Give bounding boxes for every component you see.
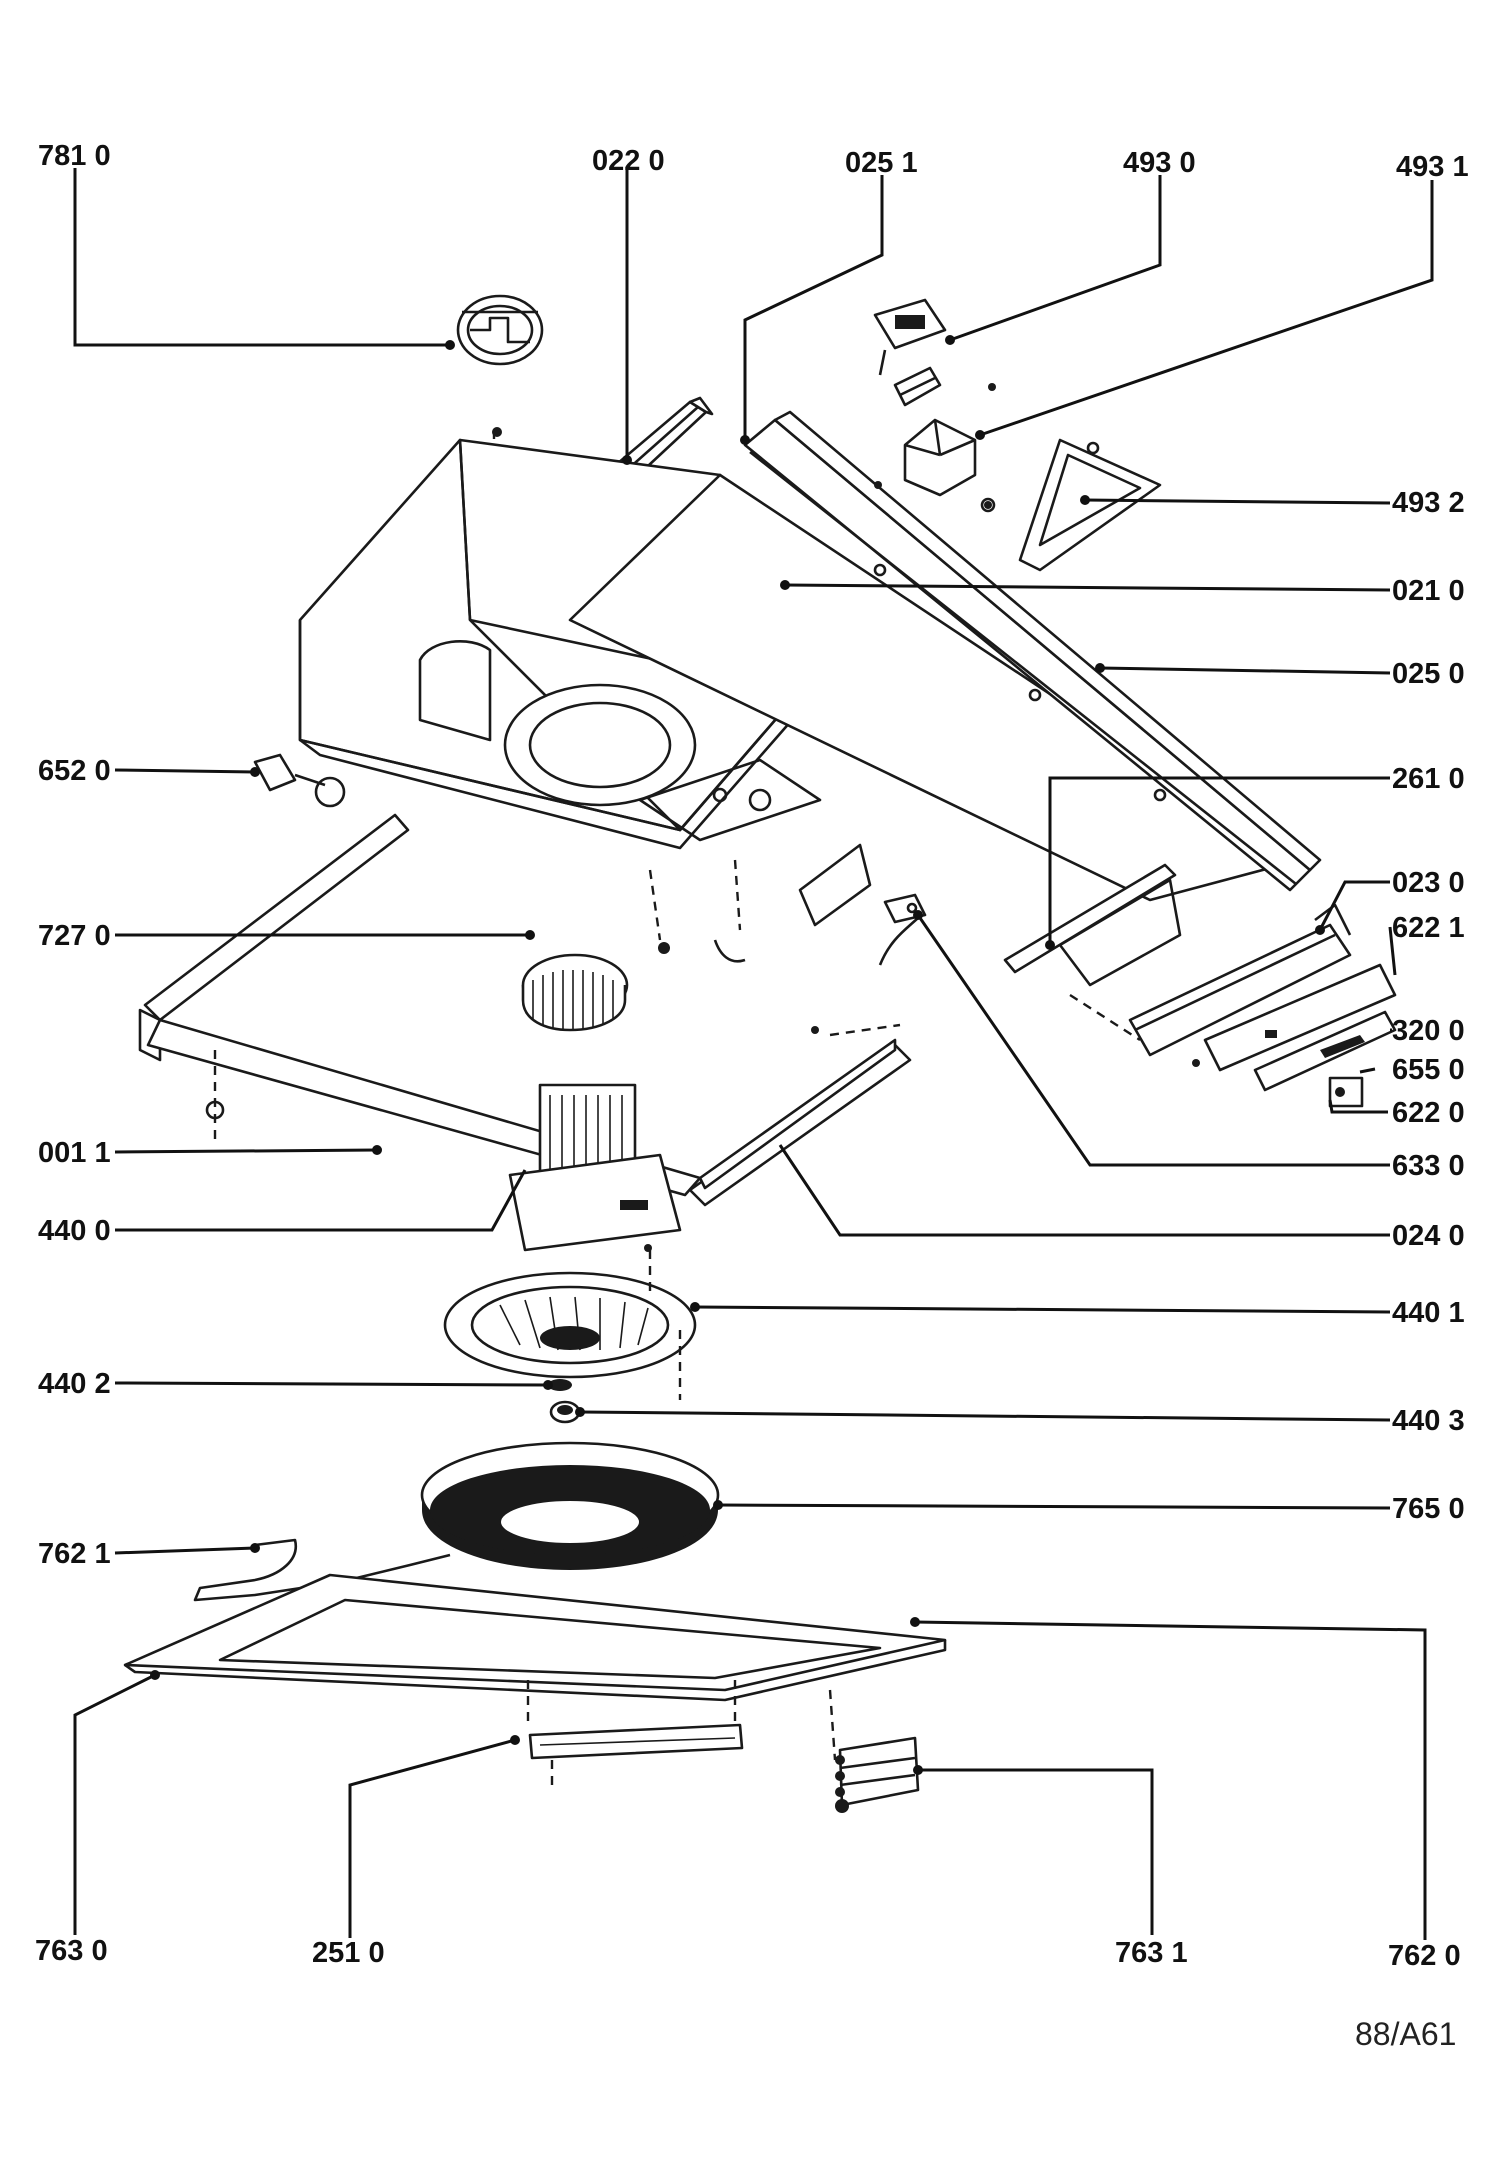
label-0251: 025 1 [845, 147, 918, 179]
label-7621: 762 1 [38, 1538, 111, 1570]
part-7621-drawing [193, 1538, 451, 1602]
part-3200-drawing [1253, 1010, 1397, 1092]
part-0230-drawing [1128, 903, 1352, 1057]
label-7631: 763 1 [1115, 1937, 1188, 1969]
label-7620: 762 0 [1388, 1940, 1461, 1972]
part-4932-drawing [1018, 438, 1162, 572]
part-4403-drawing [549, 1400, 581, 1424]
label-4400: 440 0 [38, 1215, 111, 1247]
label-0250: 025 0 [1392, 658, 1465, 690]
part-bracket-drawing [713, 843, 872, 963]
diagram-reference: 88/A61 [1355, 2016, 1456, 2052]
part-7630-frame [123, 1573, 947, 1761]
part-6330-drawing [878, 893, 927, 966]
leader-lines [73, 168, 1434, 1940]
label-6330: 633 0 [1392, 1150, 1465, 1182]
part-4931-drawing [903, 418, 996, 513]
label-7810: 781 0 [38, 140, 111, 172]
label-4401: 440 1 [1392, 1297, 1465, 1329]
label-2510: 251 0 [312, 1937, 385, 1969]
label-4932: 493 2 [1392, 487, 1465, 519]
label-4930: 493 0 [1123, 147, 1196, 179]
part-6550-drawing [1328, 1076, 1364, 1108]
label-0210: 021 0 [1392, 575, 1465, 607]
part-4402-drawing [548, 1379, 572, 1391]
part-7270-drawing [521, 953, 629, 1032]
part-labels: 781 0 022 0 025 1 493 0 493 1 493 2 021 … [35, 140, 1469, 2052]
screws-drawing [492, 383, 1200, 1252]
label-7650: 765 0 [1392, 1493, 1465, 1525]
part-4400-drawing [508, 1083, 682, 1252]
label-4403: 440 3 [1392, 1405, 1465, 1437]
label-4402: 440 2 [38, 1368, 111, 1400]
label-6221: 622 1 [1392, 912, 1465, 944]
label-6220: 622 0 [1392, 1097, 1465, 1129]
part-7631-drawing [835, 1736, 920, 1813]
label-4931: 493 1 [1396, 151, 1469, 183]
label-7630: 763 0 [35, 1935, 108, 1967]
label-6520: 652 0 [38, 755, 111, 787]
label-0011: 001 1 [38, 1137, 111, 1169]
part-0250-side-rail [743, 410, 1322, 892]
part-2510-drawing [528, 1723, 744, 1790]
label-2610: 261 0 [1392, 763, 1465, 795]
part-4930-drawing [873, 298, 947, 407]
part-6520-drawing [253, 753, 346, 808]
part-4401-drawing [443, 1250, 697, 1400]
part-6221-drawing [1203, 963, 1397, 1072]
label-7270: 727 0 [38, 920, 111, 952]
label-3200: 320 0 [1392, 1015, 1465, 1047]
label-0220: 022 0 [592, 145, 665, 177]
label-0230: 023 0 [1392, 867, 1465, 899]
part-7810-drawing [456, 294, 544, 366]
label-0240: 024 0 [1392, 1220, 1465, 1252]
part-7650-drawing [420, 1441, 720, 1570]
label-6550: 655 0 [1392, 1054, 1465, 1086]
